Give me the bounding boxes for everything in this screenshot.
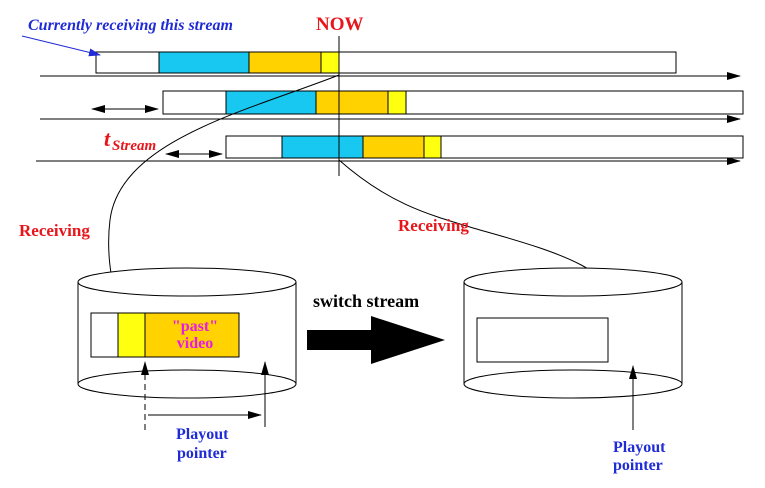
buffer-yellow-segment — [117, 312, 146, 358]
t-stream-label: t — [104, 126, 111, 151]
stream-1-orange-segment — [248, 51, 322, 74]
playout-label-right-line2: pointer — [613, 457, 663, 474]
currently-receiving-arrow — [21, 35, 101, 57]
right-buffer-empty — [476, 317, 609, 363]
buffer-past-video-segment — [144, 312, 240, 358]
stream-1-cyan-segment — [158, 51, 250, 74]
past-video-label-line1: "past" — [172, 318, 218, 335]
stream-3 — [36, 135, 744, 165]
stream-2-orange-segment — [315, 90, 389, 115]
currently-receiving-label: Currently receiving this stream — [28, 17, 233, 34]
switch-stream-label: switch stream — [313, 291, 419, 311]
right-cylinder-bottom-back — [463, 369, 683, 385]
receiving-label-right: Receiving — [398, 216, 469, 235]
stream-2-cyan-segment — [225, 90, 317, 115]
past-video-label-line2: video — [177, 335, 213, 352]
playout-label-left-line2: pointer — [177, 445, 227, 462]
receiving-label-left: Receiving — [19, 221, 90, 240]
stream-2-yellow-segment — [387, 90, 407, 115]
stream-3-yellow-segment — [423, 135, 442, 159]
t-stream-subscript: Stream — [112, 138, 156, 154]
playout-label-left-line1: Playout — [176, 426, 229, 443]
left-cylinder-bottom-back — [77, 369, 297, 385]
stream-1-yellow-segment — [320, 51, 340, 74]
stream-3-cyan-segment — [281, 135, 364, 159]
playout-label-right-line1: Playout — [613, 439, 666, 456]
stream-1 — [40, 51, 741, 80]
now-label: NOW — [316, 14, 364, 35]
left-cylinder-top — [77, 267, 297, 297]
stream-2 — [40, 90, 744, 123]
buffer-empty-segment — [90, 312, 119, 358]
left-buffer-cylinder: "past" video — [77, 267, 297, 430]
right-buffer-cylinder — [463, 267, 683, 430]
right-cylinder-top — [463, 267, 683, 297]
stream-3-orange-segment — [362, 135, 425, 159]
switch-stream-arrow — [307, 316, 445, 364]
